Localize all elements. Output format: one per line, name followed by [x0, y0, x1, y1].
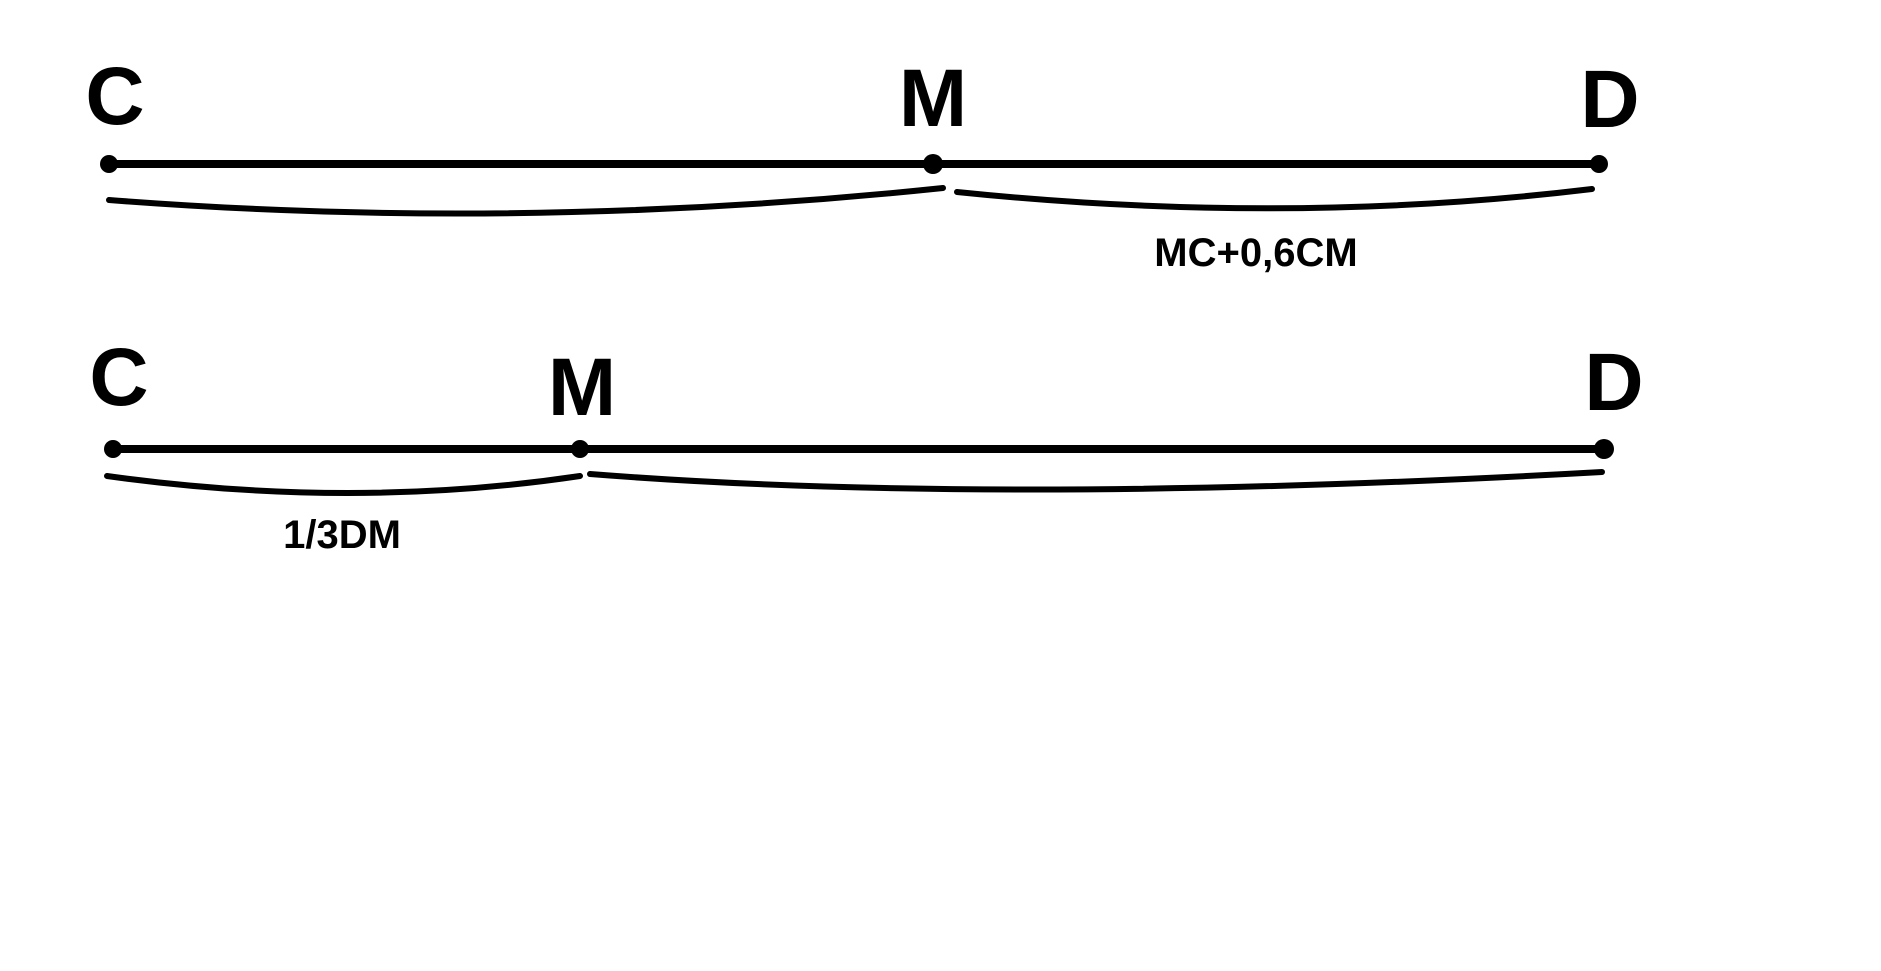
brace-md: [587, 469, 1605, 493]
point-label-m: M: [548, 342, 616, 433]
brace-cm: [106, 185, 946, 217]
point-c: [104, 440, 122, 458]
brace-label-md: MC+0,6CM: [1154, 231, 1357, 275]
point-label-m: M: [899, 53, 967, 144]
point-label-d: D: [1584, 337, 1643, 428]
point-m: [923, 154, 943, 174]
brace-label-cm: 1/3DM: [283, 513, 401, 557]
diagram-1: C M D MC+0,6CM: [85, 51, 1639, 275]
brace-md: [954, 186, 1595, 212]
point-label-d: D: [1580, 54, 1639, 145]
point-label-c: C: [89, 332, 148, 423]
point-c: [100, 155, 118, 173]
point-d: [1594, 439, 1614, 459]
brace-cm: [104, 473, 583, 496]
diagram-2: C M D 1/3DM: [89, 332, 1643, 557]
point-m: [571, 440, 589, 458]
point-d: [1590, 155, 1608, 173]
point-label-c: C: [85, 51, 144, 142]
